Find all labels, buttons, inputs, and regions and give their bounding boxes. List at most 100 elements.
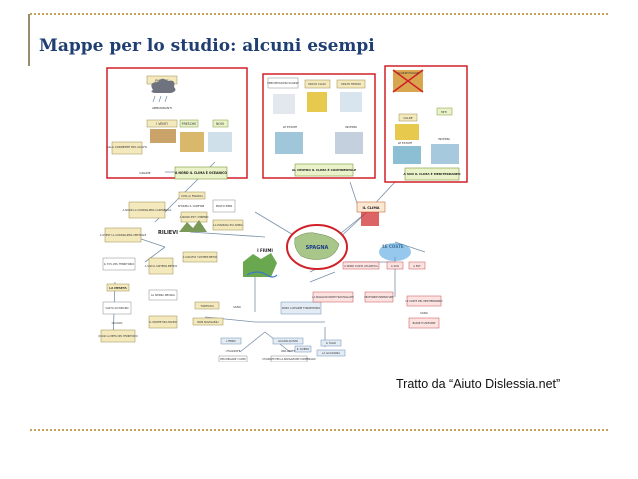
fiumi-node: I FIUMI <box>257 248 273 253</box>
map-node <box>336 79 366 89</box>
map-node <box>102 301 132 315</box>
sun-illustration <box>307 92 327 112</box>
sun-illustration <box>395 124 419 140</box>
map-node <box>320 339 342 347</box>
summer-illustration <box>180 132 204 152</box>
map-node-label: MOLTO FREDDI <box>341 82 361 86</box>
slide-title: Mappe per lo studio: alcuni esempi <box>39 36 375 56</box>
map-node-label: IL TAGO <box>326 341 336 345</box>
map-node-label: A SUD <box>391 264 399 268</box>
map-node <box>179 119 199 128</box>
map-node <box>104 227 142 243</box>
map-node-label: GRAZIE <box>139 171 150 175</box>
winter-illustration <box>208 132 232 152</box>
concept-map-image: PIOGGE ABBONDANTI I VENTI FRESCHE NOVI A… <box>98 65 468 362</box>
map-node-label: A NORD LA CORDIGLIERA CANTABRICA <box>123 208 172 212</box>
map-node <box>128 201 166 219</box>
map-node <box>272 337 304 345</box>
map-node-label: A SUD IL SISTEMA BETICO <box>145 264 178 268</box>
map-node-label: PER IRRIGARE I CAMPI <box>220 358 246 361</box>
map-node-label: ABBONDANTI <box>152 106 172 110</box>
map-node <box>106 283 130 292</box>
map-node <box>192 317 224 326</box>
map-node <box>102 257 136 271</box>
map-node-label: A OVEST LA CORDIGLIERA CENTRALE <box>100 233 147 237</box>
map-node <box>148 315 178 329</box>
map-node-label: NOVI <box>216 122 224 126</box>
map-node-label: LE ESTATE <box>283 125 298 129</box>
map-node-label: LA SIERRA NEVADA <box>151 293 175 297</box>
map-node <box>294 345 312 353</box>
map-node-label: A SUD-EST I SISTEMI BETICI <box>183 255 218 259</box>
title-accent-bar <box>28 14 30 66</box>
spain-map-icon <box>294 232 340 260</box>
map-node-label: I VENTI <box>156 122 167 126</box>
clima-sud-frame <box>384 65 468 183</box>
map-node-label: IL DUERO <box>297 347 309 351</box>
map-node-label: MITI <box>441 110 447 114</box>
top-divider <box>30 13 608 15</box>
map-node <box>312 291 354 303</box>
source-caption: Tratto da “Aiuto Dislessia.net” <box>396 377 561 391</box>
map-node <box>270 355 308 362</box>
map-node <box>406 295 442 307</box>
map-node <box>194 301 220 310</box>
map-node-label: FRESCHE <box>182 122 197 126</box>
map-node-label: PROFONDE INSENATURE <box>364 296 394 299</box>
map-node-label: UNA PARTE <box>281 349 296 353</box>
cloud-icon <box>151 78 176 93</box>
map-node-label: CON LA FRANCIA <box>181 194 203 198</box>
thermometer-icon <box>361 212 379 226</box>
map-node-label: SPAGNA <box>306 245 329 251</box>
clima-centro-node <box>294 163 354 177</box>
map-node <box>148 257 174 275</box>
mountain-icon <box>179 220 207 232</box>
clima-nord-node <box>174 166 228 180</box>
map-node-label: CALDE <box>403 116 413 120</box>
map-node-label: SFORMA IL CONFINE <box>178 204 205 208</box>
map-node-label: INVERNI <box>438 137 450 141</box>
rilievi-node: RILIEVI <box>158 230 178 236</box>
map-node <box>436 107 453 116</box>
map-node-label: SCARSE PIOGGE <box>397 71 419 75</box>
map-node <box>146 119 178 128</box>
map-node-label: IL CLIMA <box>362 206 379 210</box>
map-node-label: UTILIZZATE <box>226 349 241 353</box>
map-node <box>304 79 331 89</box>
map-node-label: A SUD IL CLIMA È MEDITERRANEO <box>403 171 460 176</box>
map-node <box>212 199 236 213</box>
map-node-label: L'EBRO <box>226 339 235 343</box>
map-node <box>267 77 299 89</box>
map-node-label: QUASI LA METÀ DEL TERRITORIO <box>98 335 137 338</box>
cold-illustration <box>340 92 362 112</box>
map-node <box>280 301 322 315</box>
wind-illustration <box>150 129 176 143</box>
winter-illustration <box>335 132 363 154</box>
coast-icon <box>379 243 411 261</box>
map-node-label: LE COSTE DEL MEDITERRANEO <box>406 300 443 303</box>
winter-illustration <box>431 144 459 164</box>
map-node-label: INVERNI <box>345 125 357 129</box>
map-node <box>220 337 242 345</box>
map-node <box>212 219 244 231</box>
map-node-label: OCCUPA <box>112 321 123 325</box>
map-node-label: LA PIANURA PIÙ AMPIA <box>213 222 243 227</box>
map-node-label: A NORD IL CLIMA È OCEANICO <box>175 170 227 175</box>
map-node-label: TORTUOSI <box>200 304 213 308</box>
map-node <box>218 355 248 362</box>
river-landscape-icon <box>243 253 277 277</box>
map-node-label: IL MONTE MULHACEN <box>150 320 177 324</box>
map-node-label: LE ESTATE <box>398 141 413 145</box>
summer-illustration <box>275 132 303 154</box>
map-node <box>398 113 418 122</box>
map-node-label: SONO A REGIME TORRENTIZIO <box>282 306 320 310</box>
clima-sud-node <box>404 167 460 181</box>
map-node <box>182 251 218 263</box>
map-node <box>178 191 206 200</box>
map-node-label: A EST <box>413 264 421 268</box>
map-node-label: LA MESETA <box>109 286 127 290</box>
map-node <box>111 141 143 155</box>
map-node-label: ALLA CORRENTE DEL GOLFO <box>107 145 148 149</box>
summer-illustration <box>393 146 421 164</box>
map-node-label: A NORD COSTA ATLANTICA <box>344 264 378 268</box>
